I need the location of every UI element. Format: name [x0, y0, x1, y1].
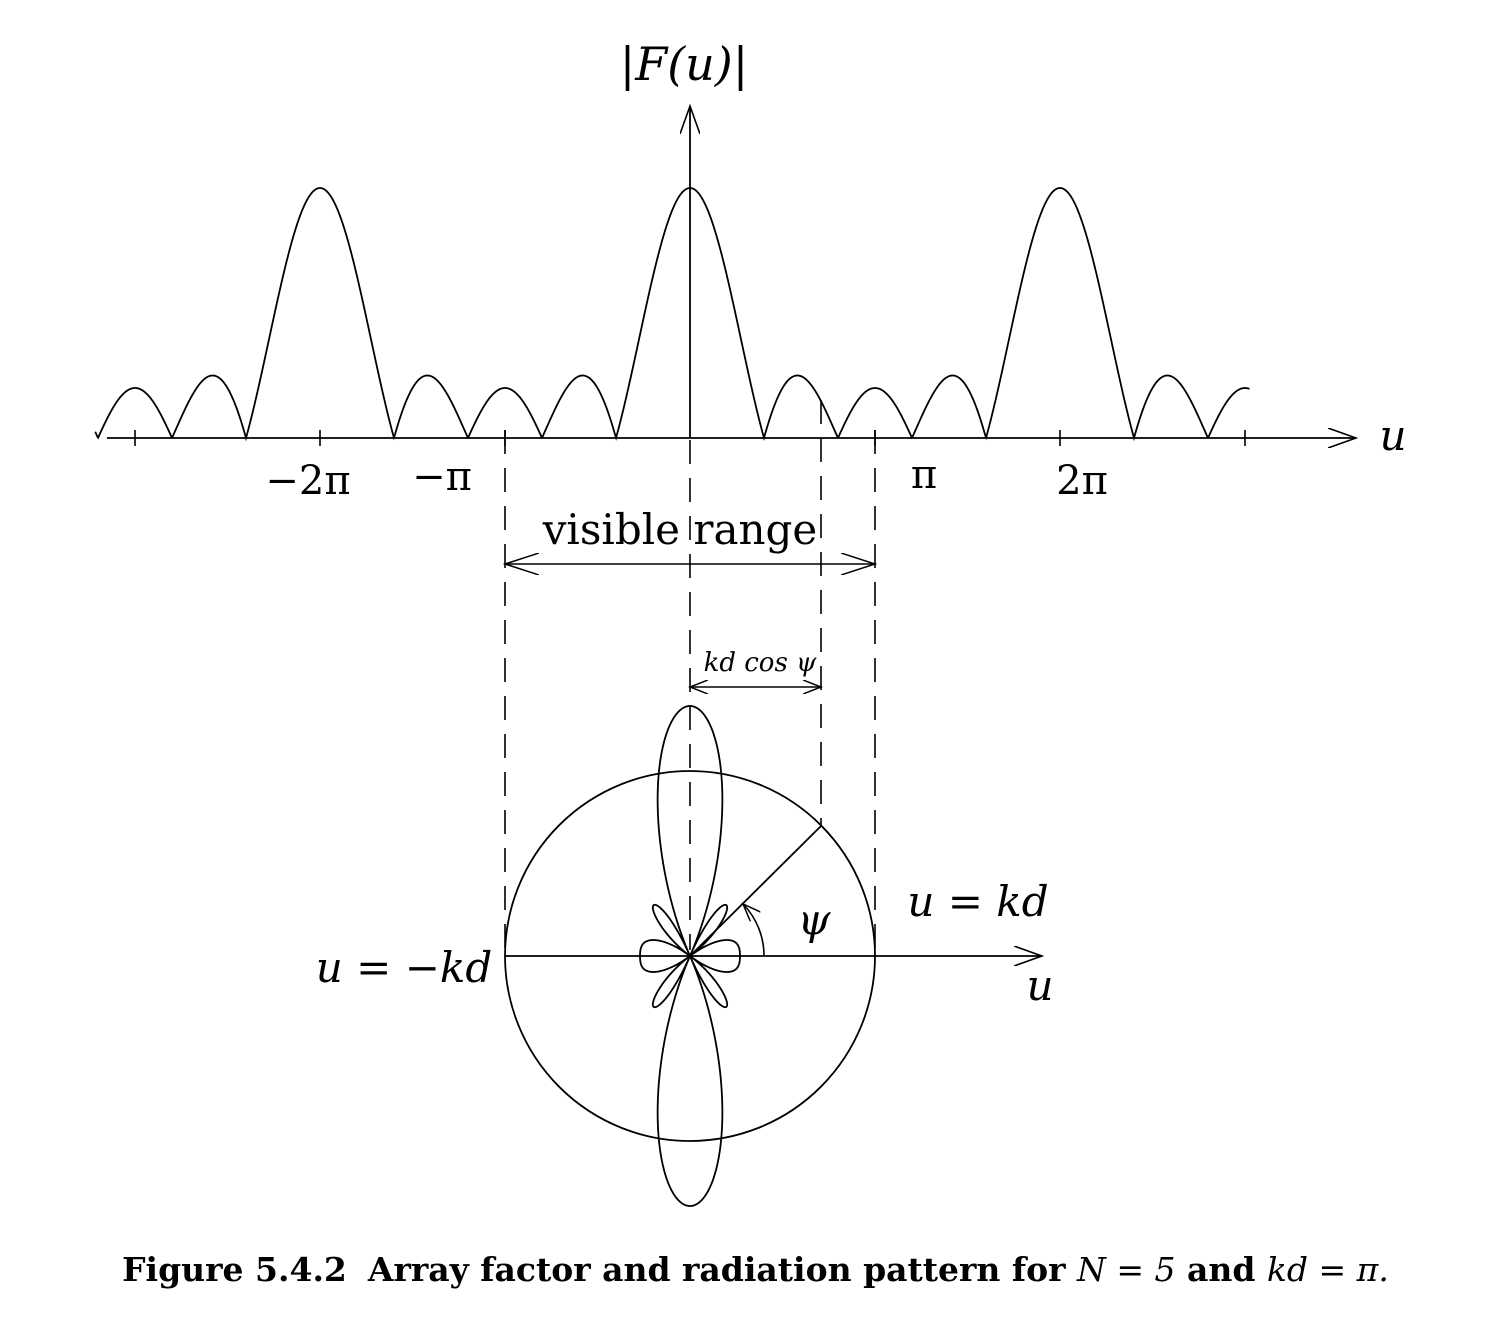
tick-label-neg-pi: −π [412, 454, 472, 500]
figure-caption: Figure 5.4.2 Array factor and radiation … [0, 1250, 1511, 1289]
y-axis-label: |F(u)| [620, 37, 748, 91]
psi-label: ψ [798, 895, 832, 944]
caption-text: Array factor and radiation pattern for [367, 1250, 1077, 1289]
u-equals-neg-kd-label: u = −kd [316, 943, 492, 992]
kd-cos-psi-label: kd cos ψ [704, 648, 817, 678]
caption-and: and [1175, 1250, 1267, 1289]
caption-n-expr: N = 5 [1076, 1250, 1176, 1289]
psi-angle-arc [743, 904, 765, 957]
tick-label-2pi: 2π [1056, 458, 1108, 504]
caption-kd-expr: kd = π. [1266, 1250, 1389, 1289]
dashed-guides [504, 400, 876, 950]
tick-label-pi: π [911, 452, 937, 498]
tick-label-neg-2pi: −2π [265, 458, 350, 504]
x-axis-label: u [1379, 411, 1406, 460]
array-factor-curve [94, 187, 1250, 442]
caption-number: Figure 5.4.2 [122, 1250, 347, 1289]
polar-u-label: u [1026, 961, 1053, 1010]
radiation-pattern [639, 705, 741, 1207]
u-equals-kd-label: u = kd [907, 877, 1048, 926]
visible-range-label: visible range [542, 505, 818, 554]
